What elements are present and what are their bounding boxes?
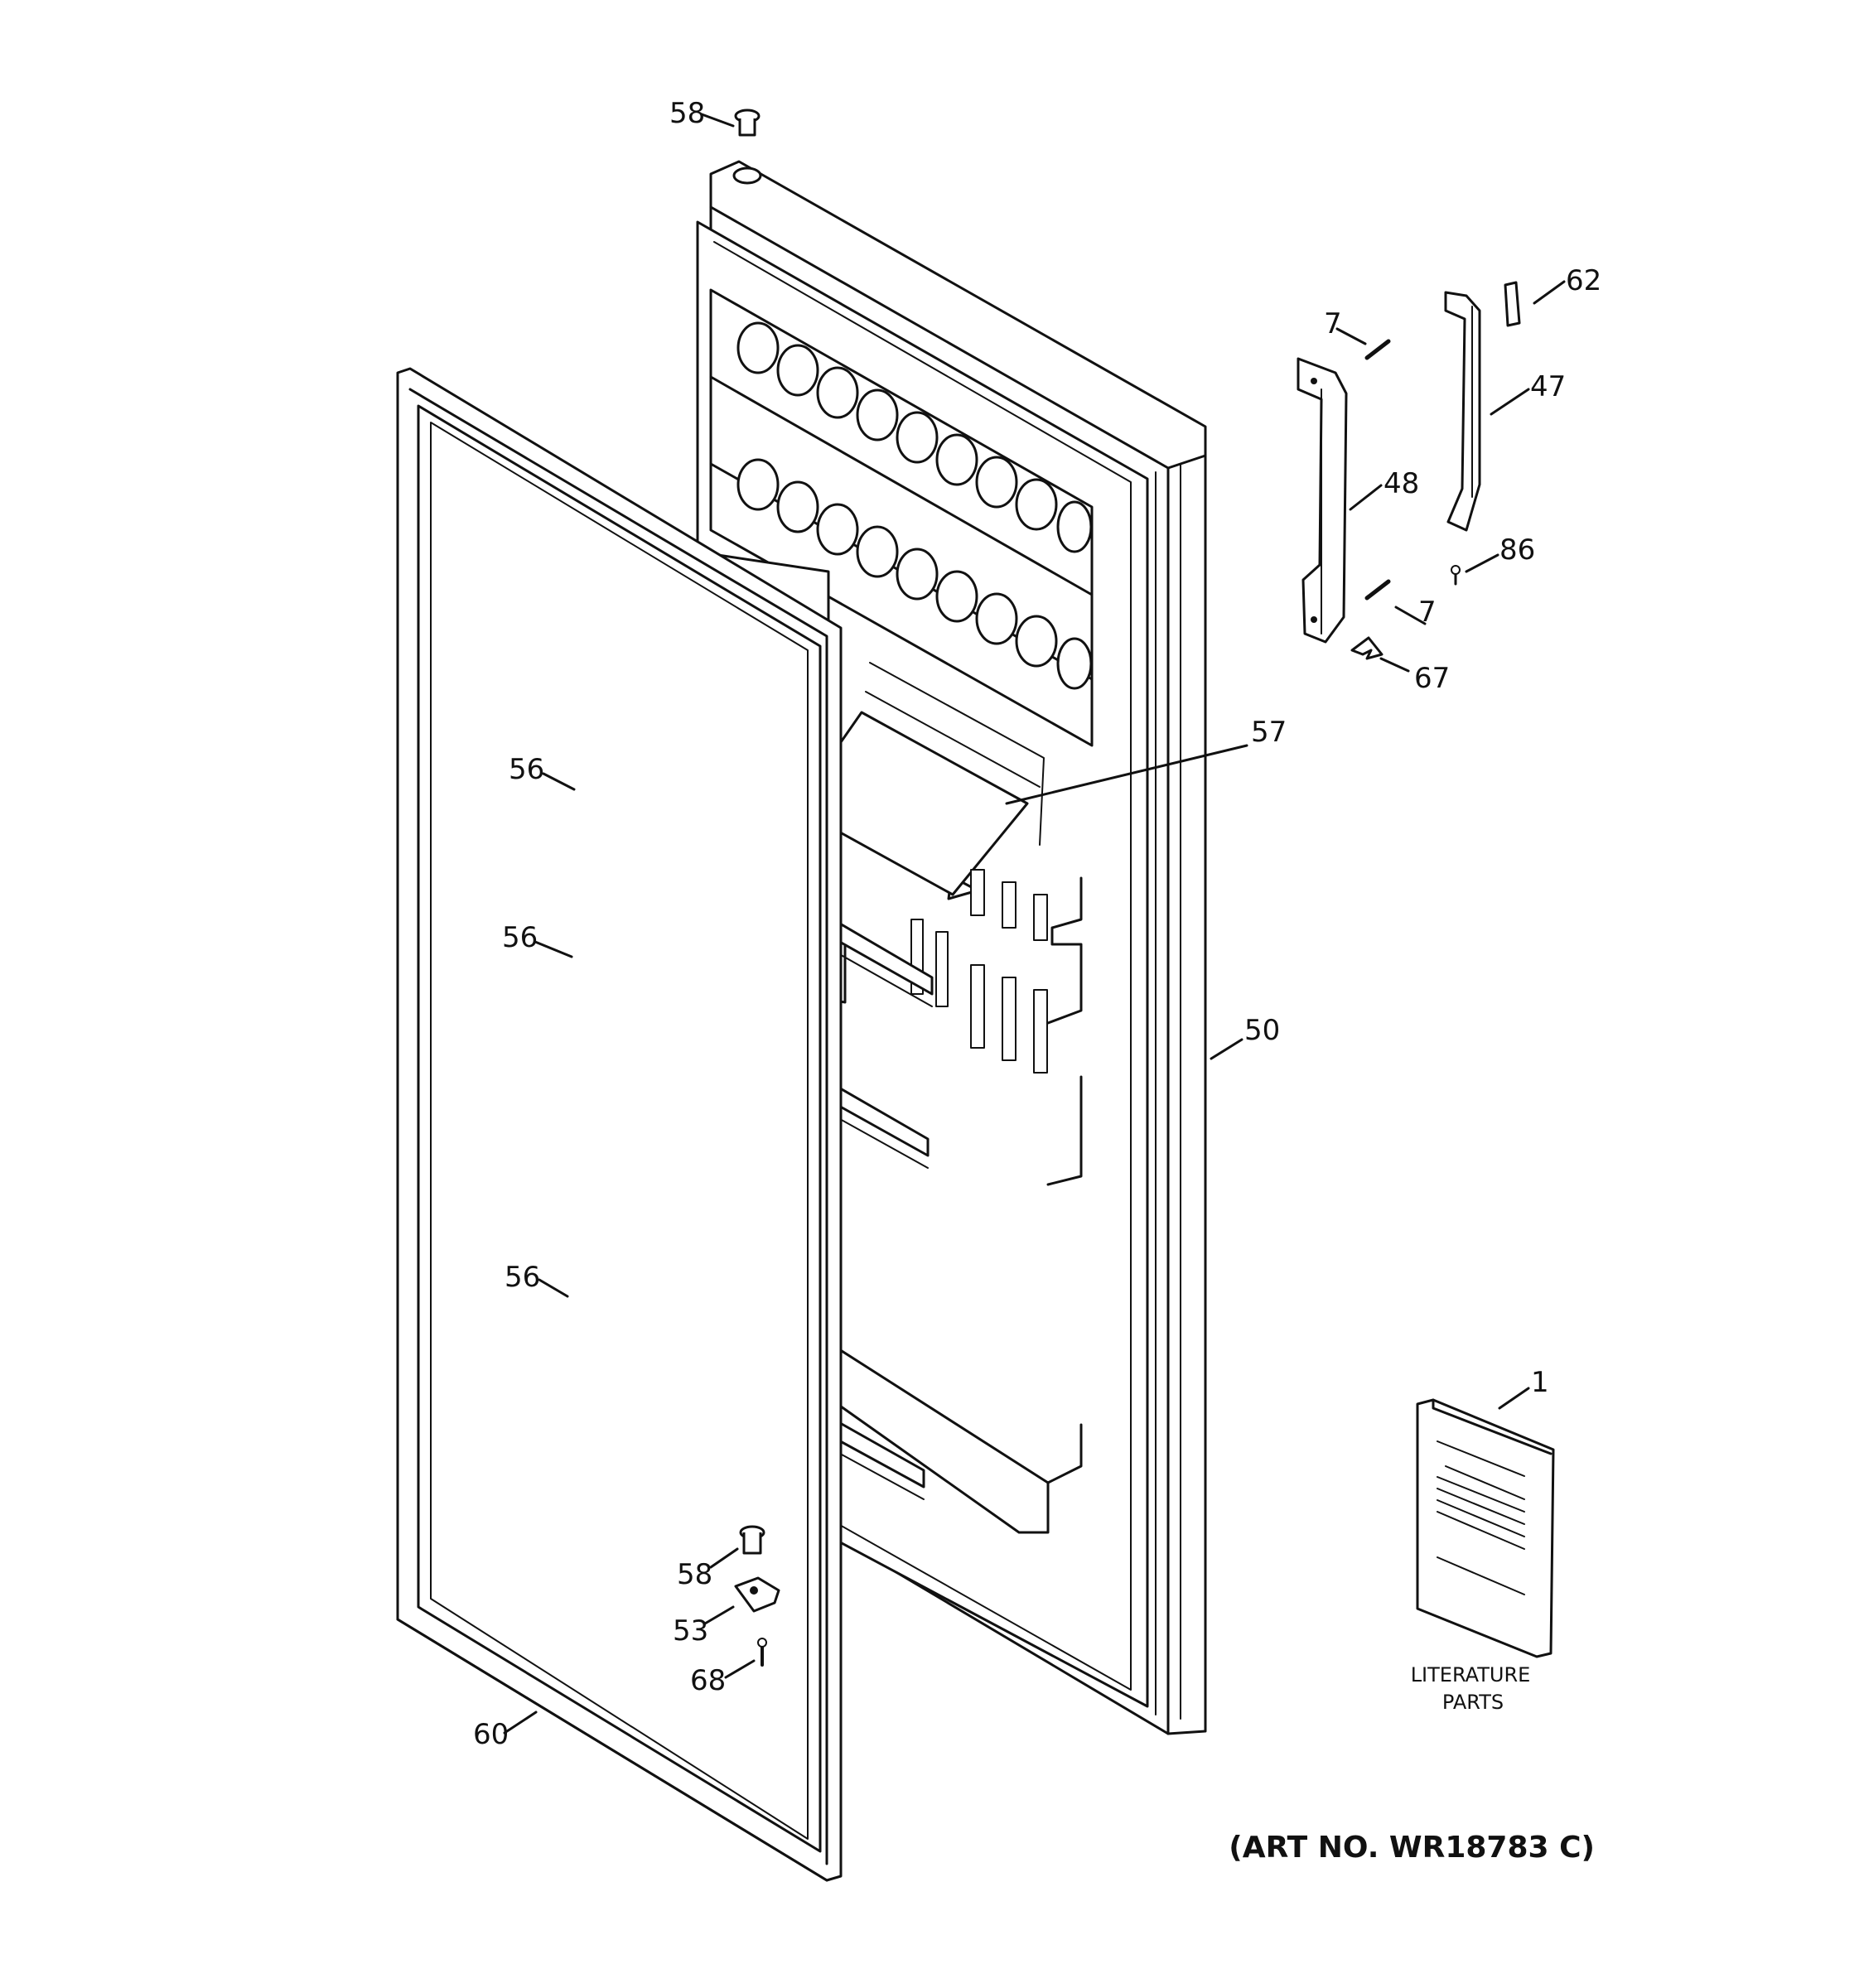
egg-cups-row-1 [736,321,1093,553]
callout-53: 53 [673,1614,708,1648]
handle-trim-47 [1444,291,1481,532]
bracket-53 [734,1576,780,1613]
hinge-pin-58-top [734,109,761,137]
callout-86: 86 [1499,533,1535,567]
callout-7-bottom: 7 [1418,596,1437,629]
callout-57: 57 [1251,716,1287,749]
callout-47: 47 [1530,370,1566,403]
literature-label-line2: PARTS [1442,1691,1504,1714]
door-gasket [396,367,843,1882]
art-number: (ART NO. WR18783 C) [1229,1831,1595,1865]
hinge-pin-58-bottom [739,1525,765,1555]
callout-56-bottom: 56 [505,1261,540,1294]
callout-58-top: 58 [669,97,705,130]
screw-86 [1451,565,1461,586]
callout-68: 68 [690,1664,726,1697]
handle-48 [1297,357,1348,644]
literature-booklet [1416,1398,1555,1658]
callout-1: 1 [1531,1366,1549,1399]
callout-56-top: 56 [509,753,544,786]
egg-cups-row-2 [736,458,1093,690]
screw-7-bottom [1364,579,1391,601]
callout-48: 48 [1384,467,1419,500]
callout-labels: 58 62 7 47 48 86 7 67 57 56 56 56 50 1 5… [473,97,1601,1751]
clip-67 [1350,636,1384,660]
callout-58-bottom: 58 [677,1558,712,1591]
screw-68 [757,1638,767,1667]
callout-60: 60 [473,1718,509,1751]
literature-label-line1: LITERATURE [1411,1663,1531,1686]
callout-62: 62 [1566,264,1601,297]
handle-cap-62 [1504,281,1521,327]
leader-lines [503,113,1566,1735]
screw-7-top [1364,339,1391,360]
callout-50: 50 [1244,1014,1280,1047]
callout-56-mid: 56 [502,921,538,954]
callout-67: 67 [1414,662,1450,695]
callout-7-top: 7 [1324,307,1342,340]
